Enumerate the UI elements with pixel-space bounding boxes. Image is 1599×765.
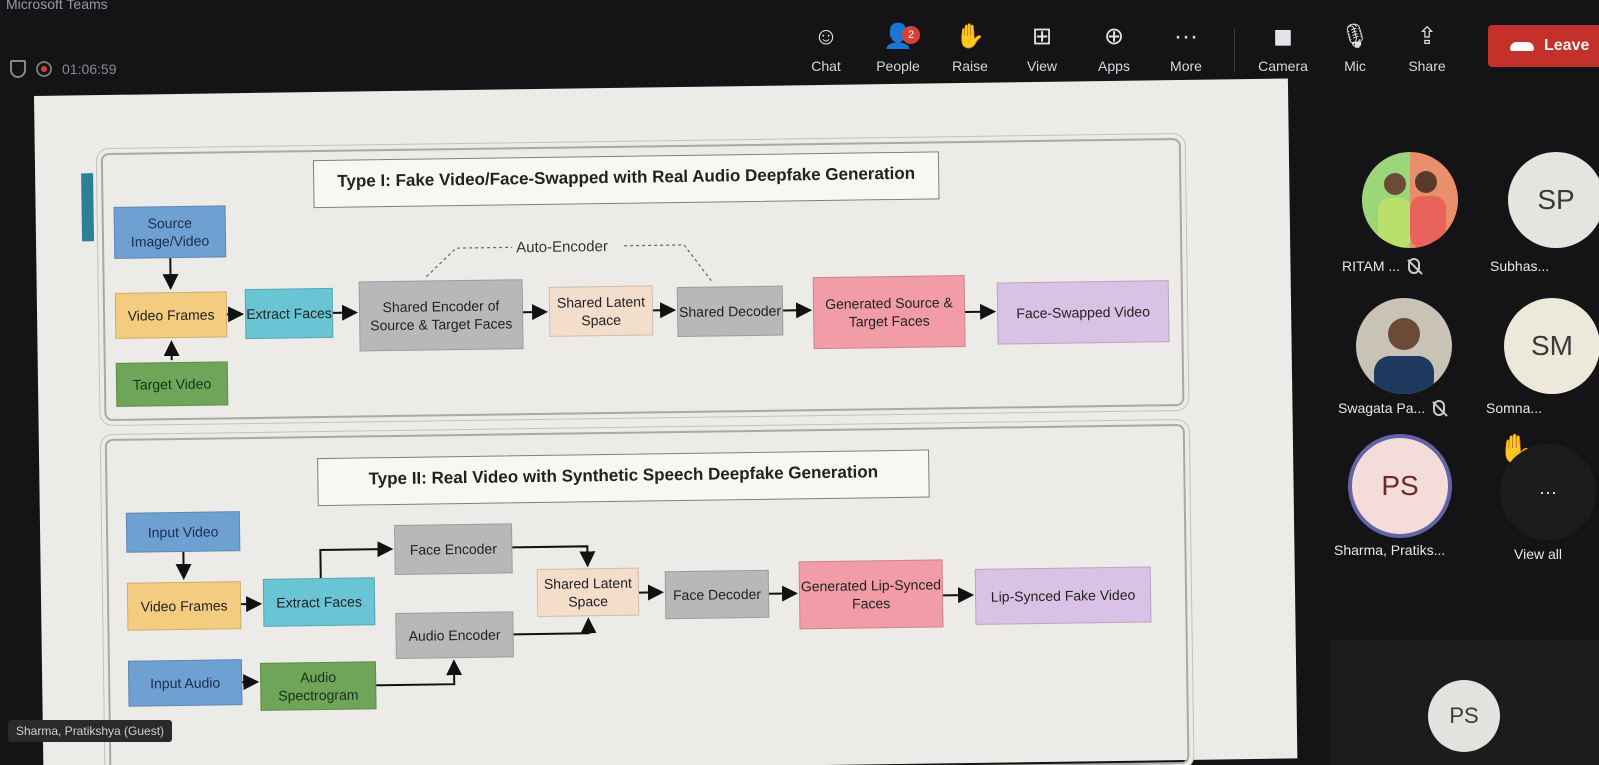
share-icon: ⇪: [1416, 23, 1438, 50]
diagram-arrows: [162, 244, 997, 691]
mic-button[interactable]: 🎙 Mic: [1339, 23, 1371, 74]
raise-hand-icon: ✋: [955, 23, 985, 50]
autoencoder-bracket-left: [426, 246, 513, 277]
raise-hand-button[interactable]: ✋ Raise: [952, 23, 988, 74]
view-grid-icon: ⊞: [1031, 23, 1053, 50]
participant-photo-ritam[interactable]: [1362, 152, 1458, 248]
participant-name-subhas: Subhas...: [1490, 258, 1550, 274]
arrow-audio-encoder-to-latent: [513, 617, 597, 636]
chat-button[interactable]: ☺ Chat: [811, 23, 841, 74]
mic-muted-icon: [1433, 400, 1446, 416]
people-count-badge: 2: [902, 26, 920, 44]
app-title: Microsoft Teams: [6, 0, 108, 12]
share-button[interactable]: ⇪ Share: [1408, 23, 1446, 74]
recording-icon: [36, 61, 52, 77]
participant-avatar-pratikshya[interactable]: PS: [1348, 434, 1452, 538]
meeting-toolbar: ☺ Chat 👤 2 People ✋ Raise ⊞ View ⊕ Apps …: [790, 22, 1463, 74]
mic-off-icon: 🎙: [1339, 23, 1371, 50]
self-video-tile[interactable]: PS: [1330, 640, 1599, 765]
apps-plus-icon: ⊕: [1103, 23, 1125, 50]
view-all-more-icon[interactable]: ···: [1500, 444, 1596, 540]
arrow-extract-to-face-encoder: [319, 541, 394, 579]
participant-name-pratikshya: Sharma, Pratiks...: [1334, 542, 1446, 558]
phone-hangup-icon: [1510, 41, 1534, 51]
view-all-link[interactable]: View all: [1514, 546, 1562, 562]
toolbar-divider: [1234, 28, 1235, 72]
camera-off-icon: ◼: [1273, 23, 1293, 50]
people-button[interactable]: 👤 2 People: [876, 23, 920, 74]
participant-avatar-subhas[interactable]: SP: [1508, 152, 1599, 248]
shield-icon: [10, 60, 26, 78]
mic-muted-icon: [1408, 258, 1421, 274]
person-silhouette-icon: [1374, 318, 1434, 394]
presenter-name-tag: Sharma, Pratikshya (Guest): [8, 720, 173, 742]
apps-button[interactable]: ⊕ Apps: [1098, 23, 1130, 74]
camera-button[interactable]: ◼ Camera: [1258, 23, 1308, 74]
meeting-status: 01:06:59: [10, 60, 117, 78]
autoencoder-bracket-right: [624, 244, 714, 283]
participant-name-swagata: Swagata Pa...: [1338, 400, 1446, 416]
more-button[interactable]: ··· More: [1170, 23, 1202, 74]
shared-slide: Type I: Fake Video/Face-Swapped with Rea…: [34, 78, 1298, 765]
arrow-face-encoder-to-latent: [512, 545, 596, 568]
arrow-spectrogram-to-audio-encoder: [376, 659, 463, 687]
meeting-timer: 01:06:59: [62, 61, 117, 77]
participant-photo-swagata[interactable]: [1356, 298, 1452, 394]
participant-avatar-somna[interactable]: SM: [1504, 298, 1599, 394]
person-silhouette-icon: [1378, 171, 1446, 248]
more-icon: ···: [1174, 23, 1198, 50]
self-avatar: PS: [1428, 680, 1500, 752]
leave-button[interactable]: Leave: [1488, 25, 1599, 67]
participant-name-ritam: RITAM ...: [1342, 258, 1421, 274]
chat-icon: ☺: [813, 23, 839, 50]
view-button[interactable]: ⊞ View: [1026, 23, 1058, 74]
participant-name-somna: Somna...: [1486, 400, 1543, 416]
